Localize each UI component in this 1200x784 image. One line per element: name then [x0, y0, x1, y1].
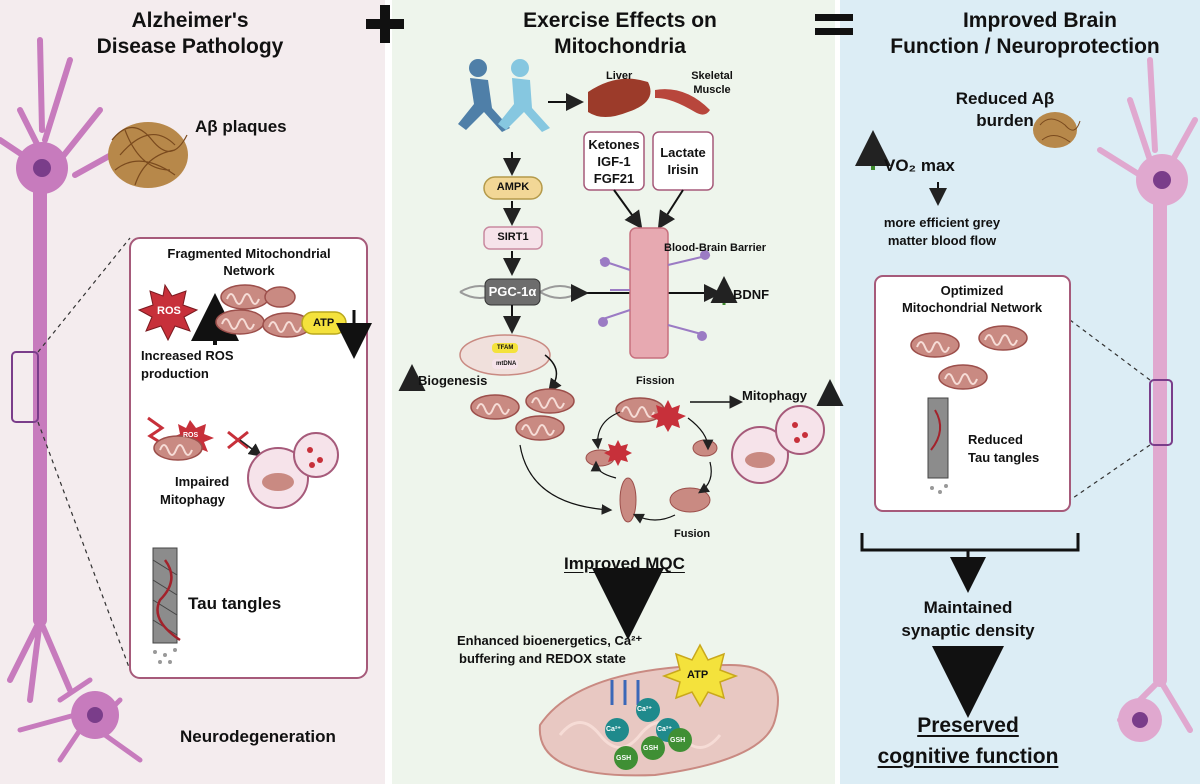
lactate-box: [652, 131, 714, 191]
optimized-1: Optimized: [940, 283, 1004, 298]
ampk-label: AMPK: [496, 181, 530, 193]
grey-1: more efficient grey: [883, 215, 1001, 230]
atp-star-icon: [661, 643, 739, 708]
bbb-label: Blood-Brain Barrier: [664, 242, 767, 254]
panel-middle-bg: [392, 0, 835, 784]
right-title-1: Improved Brain: [962, 9, 1118, 32]
tfam-label: TFAM: [497, 345, 514, 351]
optimized-2: Mitochondrial Network: [901, 300, 1043, 315]
mito-large: [459, 334, 551, 376]
frag-title-1: Fragmented Mitochondrial: [167, 246, 331, 261]
preserved-1: Preserved: [917, 714, 1019, 737]
reduced-ab-2: burden: [976, 111, 1034, 130]
tau-tangle-icon: [152, 547, 181, 664]
muscle-label-1: Skeletal: [691, 70, 733, 82]
ampk-pill: [483, 176, 543, 200]
neurodegeneration-label: Neurodegeneration: [180, 727, 336, 746]
ca-label-2: Ca²⁺: [637, 706, 652, 713]
mtdna-label: mtDNA: [496, 361, 517, 367]
bbb-vessel: [629, 227, 669, 359]
middle-title-1: Exercise Effects on: [523, 9, 717, 32]
sirt1-pill: [483, 226, 543, 250]
enhanced-1: Enhanced bioenergetics, Ca²⁺: [457, 633, 643, 648]
enhanced-2: buffering and REDOX state: [459, 651, 626, 666]
reduced-tau-1: Reduced: [968, 432, 1023, 447]
preserved-2: cognitive function: [877, 745, 1059, 768]
plaques-label: Aβ plaques: [195, 117, 287, 136]
runners-icon: [458, 59, 550, 132]
fission-label: Fission: [636, 375, 675, 387]
ketones-3: FGF21: [593, 171, 635, 186]
left-title-1: Alzheimer's: [131, 9, 249, 32]
impaired-2: Mitophagy: [160, 492, 225, 507]
gsh-label-3: GSH: [670, 737, 686, 744]
frag-title-2: Network: [223, 263, 275, 278]
lactate-2: Irisin: [667, 162, 699, 177]
synaptic-1: Maintained: [923, 598, 1013, 617]
reduced-ab-1: Reduced Aβ: [955, 89, 1055, 108]
middle-title-2: Mitochondria: [554, 35, 686, 58]
plus-sign: [366, 5, 404, 43]
ketones-2: IGF-1: [597, 154, 631, 169]
ketones-1: Ketones: [588, 137, 640, 152]
tau-label: Tau tangles: [188, 594, 282, 613]
mitophagy-label: Mitophagy: [742, 388, 807, 403]
muscle-label-2: Muscle: [693, 84, 731, 96]
atp-label: ATP: [313, 317, 335, 329]
lactate-1: Lactate: [660, 145, 706, 160]
ros-label: ROS: [157, 305, 181, 317]
reduced-tau-2: Tau tangles: [968, 450, 1040, 465]
atp-star-label: ATP: [687, 669, 709, 681]
liver-icon: [588, 78, 651, 117]
pgc-label: PGC-1α: [488, 284, 537, 299]
ca-label-3: Ca²⁺: [657, 726, 672, 733]
grey-2: matter blood flow: [887, 233, 997, 248]
right-neuron: [1097, 57, 1198, 733]
bdnf-label: BDNF: [733, 287, 770, 302]
impaired-1: Impaired: [175, 474, 230, 489]
muscle-icon: [655, 89, 710, 115]
bracket: [860, 533, 1080, 552]
pathology-box: [129, 237, 368, 679]
reduced-tau-icon: [927, 397, 949, 494]
fusion-label: Fusion: [674, 528, 711, 540]
ca-label-1: Ca²⁺: [606, 726, 621, 733]
liver-label: Liver: [606, 70, 633, 82]
gsh-label-1: GSH: [616, 755, 632, 762]
left-title-2: Disease Pathology: [96, 35, 284, 58]
increased-ros-2: production: [141, 366, 209, 381]
synaptic-2: synaptic density: [901, 621, 1035, 640]
axon-zoom-box: [11, 351, 39, 423]
plaque-icon: [108, 122, 188, 188]
vo2-label: VO₂ max: [884, 156, 955, 175]
ros-burst-icon: [137, 283, 199, 342]
sirt1-label: SIRT1: [497, 231, 529, 243]
mqc-label: Improved MQC: [564, 554, 685, 573]
left-neuron: [0, 37, 143, 763]
bottom-mito-icon: [538, 663, 779, 777]
increased-ros-1: Increased ROS: [141, 348, 234, 363]
gsh-label-2: GSH: [643, 745, 659, 752]
right-title-2: Function / Neuroprotection: [890, 35, 1160, 58]
ros-small-label: ROS: [183, 432, 199, 439]
equals-sign: [815, 14, 853, 35]
biogenesis-label: Biogenesis: [418, 373, 488, 388]
